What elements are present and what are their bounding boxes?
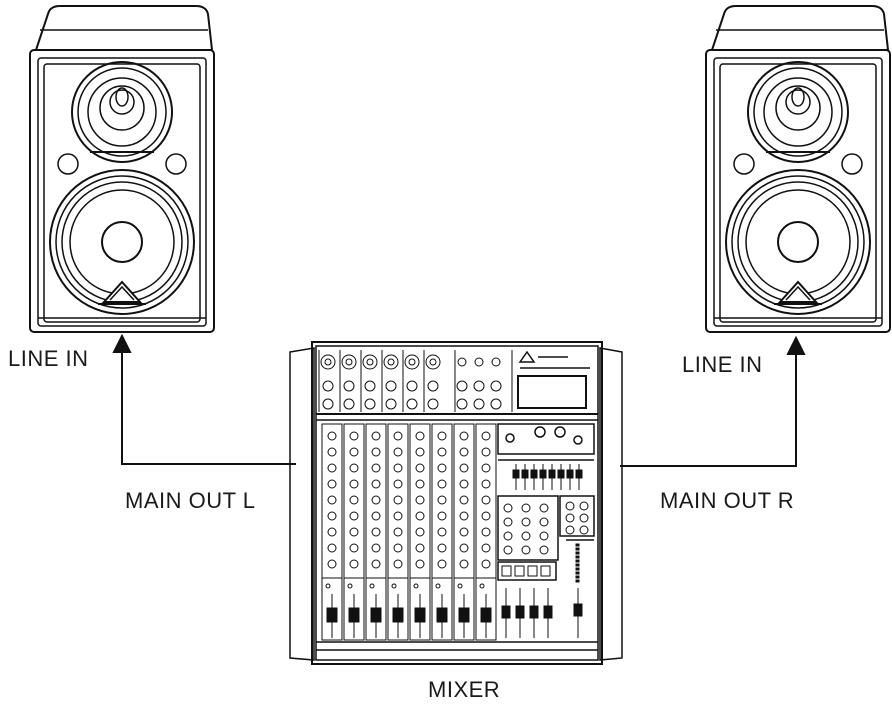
arrow-up-icon — [112, 333, 132, 353]
line-in-right-label: LINE IN — [682, 352, 763, 377]
right-speaker-icon — [705, 5, 891, 333]
main-out-l-cable — [112, 333, 296, 465]
arrow-up-icon — [786, 335, 806, 355]
left-speaker-icon — [29, 5, 215, 333]
main-out-r-label: MAIN OUT R — [660, 488, 795, 513]
main-out-l-label: MAIN OUT L — [125, 488, 256, 513]
mixer-label: MIXER — [428, 677, 501, 702]
main-out-r-cable — [620, 335, 806, 467]
mixer-icon — [289, 341, 623, 665]
line-in-left-label: LINE IN — [8, 346, 89, 371]
